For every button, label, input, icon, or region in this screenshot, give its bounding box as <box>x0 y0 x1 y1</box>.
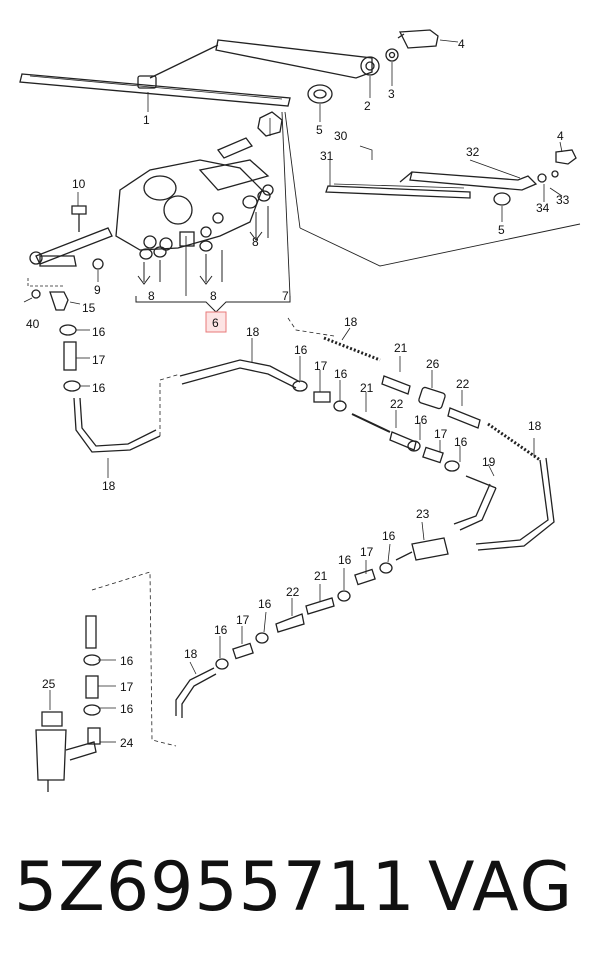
nut-9 <box>92 258 104 270</box>
callout-8-right: 8 <box>252 235 259 249</box>
linkage-rod <box>29 227 113 267</box>
callout-18-right: 18 <box>528 419 542 433</box>
callout-31: 31 <box>320 149 334 163</box>
callout-21-c: 21 <box>314 569 328 583</box>
wiper-motor <box>115 137 274 251</box>
hose-connectors-chain <box>292 336 541 489</box>
direction-arrows <box>137 206 269 285</box>
callout-22-b: 22 <box>390 397 404 411</box>
washer-jet-front <box>397 29 439 49</box>
callout-5-rear: 5 <box>498 223 505 237</box>
hose-connector <box>63 341 77 371</box>
highlight-box <box>205 311 227 333</box>
parts-exploded-diagram: 1 2 3 4 5 30 31 32 4 33 34 5 10 9 8 8 8 … <box>19 29 581 792</box>
clip <box>63 380 81 392</box>
callout-16-j: 16 <box>214 623 228 637</box>
callout-3: 3 <box>388 87 395 101</box>
callout-6: 6 <box>212 316 219 330</box>
callout-8-mid: 8 <box>210 289 217 303</box>
callout-17-c: 17 <box>434 427 448 441</box>
callout-24: 24 <box>120 736 134 750</box>
washer-hose-top <box>179 359 301 383</box>
clip <box>59 324 77 336</box>
callout-16-a: 16 <box>92 325 106 339</box>
assembly-boundary <box>299 223 581 267</box>
rear-washer <box>551 170 559 178</box>
callout-2: 2 <box>364 99 371 113</box>
callout-4: 4 <box>458 37 465 51</box>
callout-16-e: 16 <box>414 413 428 427</box>
wiper-nut <box>385 48 399 62</box>
rear-wiper-arm <box>399 171 538 191</box>
front-wiper-blade <box>19 73 291 107</box>
callout-26: 26 <box>426 357 440 371</box>
callout-16-f: 16 <box>454 435 468 449</box>
rubber-mounts <box>139 190 271 260</box>
callout-17-b: 17 <box>314 359 328 373</box>
callout-17-f: 17 <box>120 680 134 694</box>
callout-17-a: 17 <box>92 353 106 367</box>
callout-17-d: 17 <box>360 545 374 559</box>
washer-hose <box>73 397 161 453</box>
elbow-connector <box>31 289 69 311</box>
callout-30: 30 <box>334 129 348 143</box>
callout-21-a: 21 <box>394 341 408 355</box>
callout-1: 1 <box>143 113 150 127</box>
callout-22-c: 22 <box>286 585 300 599</box>
callout-18-left: 18 <box>102 479 116 493</box>
callout-16-b: 16 <box>92 381 106 395</box>
callout-16-h: 16 <box>338 553 352 567</box>
front-wiper-arm <box>149 39 380 79</box>
callout-4-rear: 4 <box>557 129 564 143</box>
bolt <box>71 205 87 232</box>
callout-32: 32 <box>466 145 480 159</box>
lower-connectors-chain <box>215 562 393 670</box>
callout-18-top: 18 <box>246 325 260 339</box>
callout-34: 34 <box>536 201 550 215</box>
cap-rear <box>493 192 511 206</box>
callout-19: 19 <box>482 455 496 469</box>
callout-23: 23 <box>416 507 430 521</box>
washer-hose-bottom <box>175 667 215 716</box>
callout-22-a: 22 <box>456 377 470 391</box>
callout-16-c: 16 <box>294 343 308 357</box>
callout-10: 10 <box>72 177 86 191</box>
callout-16-k: 16 <box>120 654 134 668</box>
callout-16-g: 16 <box>382 529 396 543</box>
callout-8-left: 8 <box>148 289 155 303</box>
callout-15: 15 <box>82 301 96 315</box>
callout-16-i: 16 <box>258 597 272 611</box>
t-piece <box>395 537 449 561</box>
callout-7: 7 <box>282 289 289 303</box>
leader-lines <box>23 39 563 743</box>
callout-9: 9 <box>94 283 101 297</box>
callout-18-upper: 18 <box>344 315 358 329</box>
callout-17-e: 17 <box>236 613 250 627</box>
callout-33: 33 <box>556 193 570 207</box>
cap-front <box>307 84 333 104</box>
washer-hose-right <box>475 459 549 545</box>
washer-pump <box>35 615 101 792</box>
callout-40: 40 <box>26 317 40 331</box>
callout-16-d: 16 <box>334 367 348 381</box>
rear-nut <box>537 173 547 183</box>
callout-21-b: 21 <box>360 381 374 395</box>
part-number: 5Z6955711 <box>14 848 416 927</box>
callout-18-bottom: 18 <box>184 647 198 661</box>
brand-name: VAG <box>428 848 575 927</box>
rear-wiper-blade <box>325 183 471 199</box>
washer-hose-19 <box>459 487 497 531</box>
callout-labels: 1 2 3 4 5 30 31 32 4 33 34 5 10 9 8 8 8 … <box>26 37 570 750</box>
callout-5: 5 <box>316 123 323 137</box>
callout-25: 25 <box>42 677 56 691</box>
callout-16-l: 16 <box>120 702 134 716</box>
rear-washer-jet <box>555 149 577 165</box>
spindle-nut <box>257 111 283 137</box>
